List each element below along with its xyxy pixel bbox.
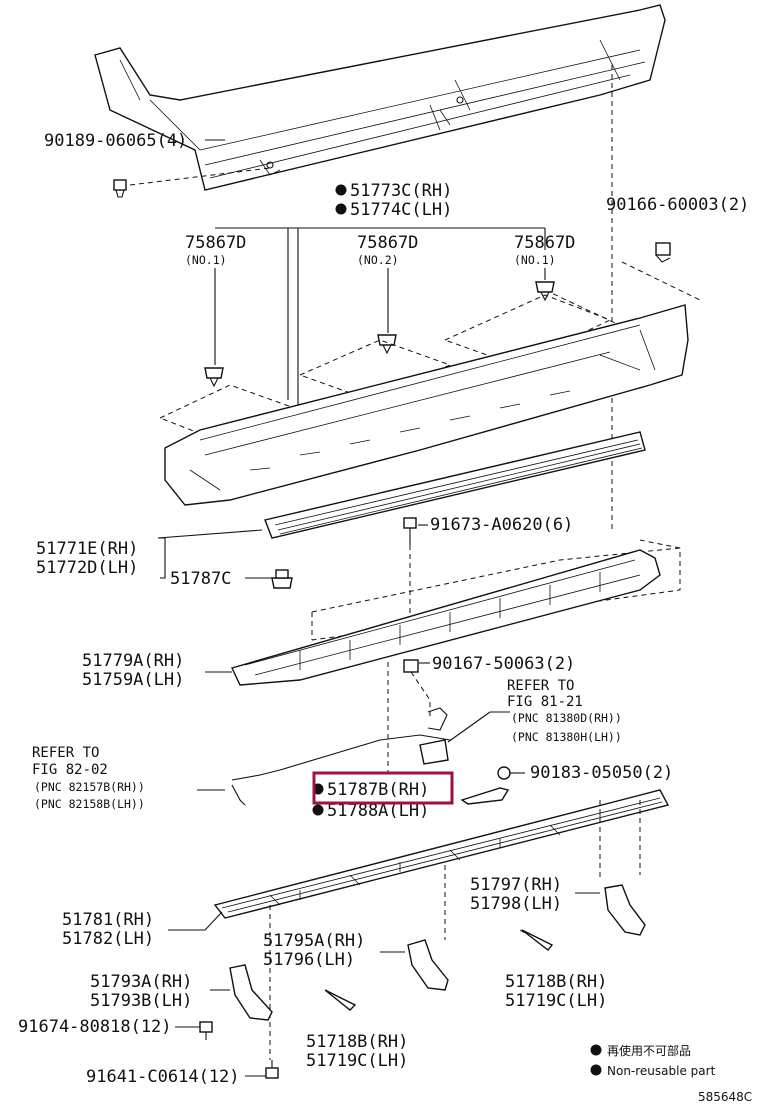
bolt-91673-icon <box>403 517 417 640</box>
support-bracket-51795 <box>407 939 449 991</box>
screw-91674-icon <box>199 1021 213 1040</box>
clip-75867d-no1b-icon <box>535 268 555 302</box>
legend-en: Non-reusable part <box>607 1064 716 1078</box>
running-board <box>213 789 670 919</box>
support-bracket-51797 <box>604 884 646 936</box>
label-51793a: 51793A(RH) <box>90 972 192 992</box>
step-plate <box>264 431 646 539</box>
support-bracket-51793 <box>229 964 273 1021</box>
label-51718b-right: 51718B(RH) <box>505 972 607 992</box>
label-clip1: 75867D <box>185 233 246 253</box>
label-51759a: 51759A(LH) <box>82 670 184 690</box>
screw-90166-icon <box>655 242 671 263</box>
label-51771e: 51771E(RH) <box>36 539 138 559</box>
label-51797: 51797(RH) <box>470 875 562 895</box>
ref81-fig[interactable]: FIG 81-21 <box>507 694 583 710</box>
ref82-pnc2: (PNC 82158B(LH)) <box>34 797 145 811</box>
non-reusable-dot-icon <box>312 804 324 816</box>
clip-51787c-icon <box>271 569 293 589</box>
non-reusable-dot-icon <box>335 184 347 196</box>
ref82-title: REFER TO <box>32 745 99 761</box>
clip-75867d-icon <box>204 268 224 388</box>
label-90166: 90166-60003(2) <box>606 195 749 215</box>
label-51718b-bottom: 51718B(RH) <box>306 1032 408 1052</box>
label-91641: 91641-C0614(12) <box>86 1067 240 1087</box>
label-51782: 51782(LH) <box>62 929 154 949</box>
clip-75867d-no2-icon <box>377 268 397 355</box>
label-51787c: 51787C <box>170 569 231 589</box>
diagram-code: 585648C <box>698 1090 752 1104</box>
courtesy-lamp-wire <box>231 707 451 806</box>
legend-jp: 再使用不可部品 <box>607 1043 691 1058</box>
non-reusable-dot-icon <box>590 1044 602 1056</box>
non-reusable-dot-icon <box>590 1064 602 1076</box>
label-51773c: 51773C(RH) <box>350 181 452 201</box>
upper-bracket <box>94 4 666 191</box>
label-51719c-right: 51719C(LH) <box>505 991 607 1011</box>
label-90189: 90189-06065(4) <box>44 131 187 151</box>
rocker-moulding <box>164 304 689 506</box>
bolt-91641-icon <box>265 1060 279 1079</box>
bolt-90167-icon <box>403 659 431 720</box>
label-51779a: 51779A(RH) <box>82 651 184 671</box>
label-51788a: 51788A(LH) <box>327 801 429 821</box>
label-51774c: 51774C(LH) <box>350 200 452 220</box>
lower-bracket <box>231 549 661 686</box>
non-reusable-dot-icon <box>335 203 347 215</box>
label-clip2-no: (NO.2) <box>357 253 399 267</box>
label-51719c-bottom: 51719C(LH) <box>306 1051 408 1071</box>
ref81-pnc2: (PNC 81380H(LH)) <box>511 730 622 744</box>
label-90167: 90167-50063(2) <box>432 654 575 674</box>
label-51772d: 51772D(LH) <box>36 558 138 578</box>
ref82-fig[interactable]: FIG 82-02 <box>32 762 108 778</box>
label-90183: 90183-05050(2) <box>530 763 673 783</box>
label-51781: 51781(RH) <box>62 910 154 930</box>
label-clip3-no: (NO.1) <box>514 253 556 267</box>
label-clip1-no: (NO.1) <box>185 253 227 267</box>
ref82-pnc1: (PNC 82157B(RH)) <box>34 780 145 794</box>
label-91674: 91674-80818(12) <box>18 1017 172 1037</box>
label-51798: 51798(LH) <box>470 894 562 914</box>
label-clip3: 75867D <box>514 233 575 253</box>
ref81-title: REFER TO <box>507 678 574 694</box>
label-51787b[interactable]: 51787B(RH) <box>327 780 429 800</box>
label-51793b: 51793B(LH) <box>90 991 192 1011</box>
highlight-box <box>312 771 454 805</box>
ref81-pnc1: (PNC 81380D(RH)) <box>511 711 622 725</box>
label-91673: 91673-A0620(6) <box>430 515 573 535</box>
label-51796: 51796(LH) <box>263 950 355 970</box>
screw-90189-icon <box>113 179 127 198</box>
label-51795a: 51795A(RH) <box>263 931 365 951</box>
label-clip2: 75867D <box>357 233 418 253</box>
